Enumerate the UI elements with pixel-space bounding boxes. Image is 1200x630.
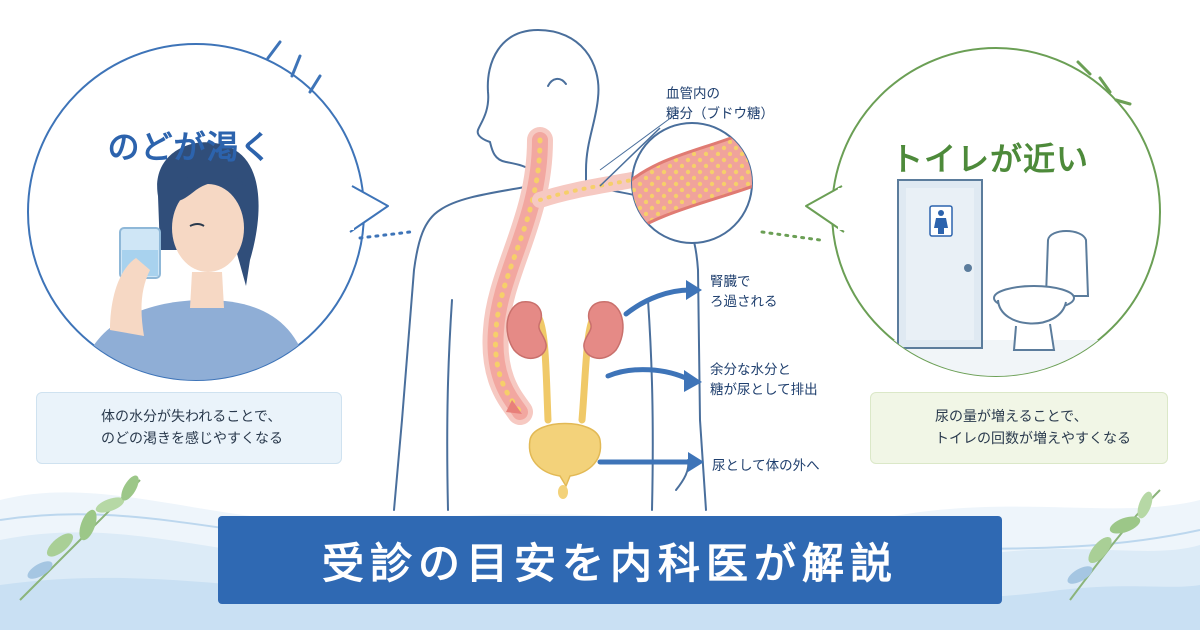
blood-vessel <box>482 127 640 425</box>
right-kidney-icon <box>583 301 624 360</box>
dotted-connectors <box>358 230 822 242</box>
urinary-system <box>506 301 624 499</box>
title-banner: 受診の目安を内科医が解説 <box>218 516 1002 604</box>
blood-label-line1: 血管内の <box>666 86 720 102</box>
vessel-magnifier <box>599 122 753 244</box>
arrow-kidney <box>686 280 702 300</box>
restroom-person-icon <box>929 205 953 237</box>
flow-arrows <box>597 280 704 472</box>
excess-label-line1: 余分な水分と <box>710 362 791 378</box>
right-info-line2: トイレの回数が増えやすくなる <box>935 431 1131 447</box>
left-bubble-title: のどが渇く <box>107 128 273 166</box>
right-info-box: 尿の量が増えることで、 トイレの回数が増えやすくなる <box>870 392 1168 464</box>
label-leader-line <box>599 113 677 171</box>
left-info-line1: 体の水分が失われることで、 <box>101 409 282 425</box>
kidney-label-line1: 腎臓で <box>710 274 751 290</box>
right-info-line1: 尿の量が増えることで、 <box>935 409 1088 425</box>
toilet-icon <box>993 230 1090 351</box>
banner-text: 受診の目安を内科医が解説 <box>321 538 898 588</box>
door-knob-icon <box>964 264 972 272</box>
woman-drinking-illustration <box>80 142 310 380</box>
restroom-illustration <box>850 179 1150 376</box>
left-info-box: 体の水分が失われることで、 のどの渇きを感じやすくなる <box>36 392 342 464</box>
left-info-line2: のどの渇きを感じやすくなる <box>101 431 283 447</box>
emphasis-line <box>1076 60 1092 76</box>
left-leaves-icon <box>19 475 141 601</box>
bladder-icon <box>528 422 602 499</box>
arrow-excess <box>684 370 702 392</box>
right-bubble-title: トイレが近い <box>890 140 1089 178</box>
blood-sugar-label: 血管内の 糖分（ブドウ糖） <box>666 84 774 124</box>
blood-label-line2: 糖分（ブドウ糖） <box>666 106 774 122</box>
kidney-label: 腎臓で ろ過される <box>710 272 778 312</box>
arrow-out <box>688 452 704 472</box>
right-leaves-icon <box>1067 489 1161 601</box>
left-kidney-icon <box>506 301 547 360</box>
urine-out-label: 尿として体の外へ <box>712 458 820 474</box>
excess-label-line2: 糖が尿として排出 <box>710 382 818 398</box>
excess-label: 余分な水分と 糖が尿として排出 <box>710 360 818 400</box>
human-body-outline <box>393 29 707 511</box>
kidney-label-line2: ろ過される <box>710 294 778 310</box>
emphasis-line <box>266 40 282 60</box>
